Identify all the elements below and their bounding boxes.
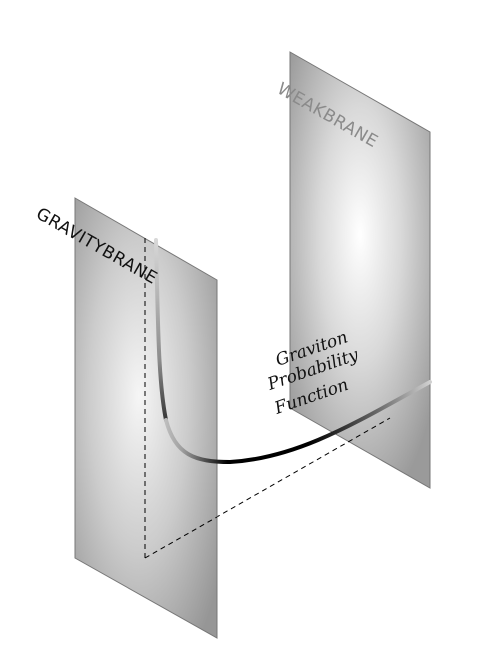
graviton-curve <box>164 380 432 465</box>
weak-brane-plane <box>289 51 431 489</box>
dashed-axis-diagonal-front <box>144 516 218 559</box>
gravity-brane-plane <box>74 197 218 639</box>
graviton-curve-vertical <box>154 238 168 422</box>
